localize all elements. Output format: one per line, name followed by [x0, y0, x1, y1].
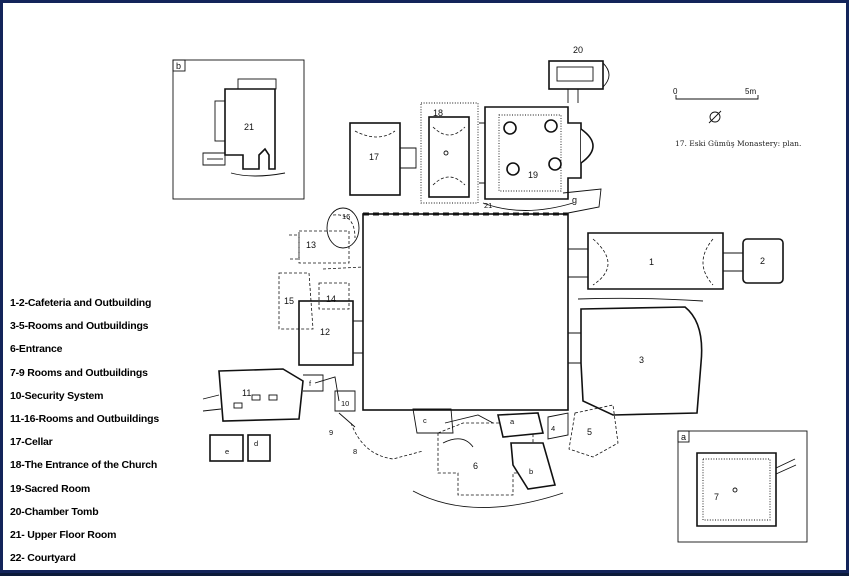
- legend: 1-2-Cafeteria and Outbuilding 3-5-Rooms …: [10, 292, 180, 570]
- room-g-label: g: [572, 195, 577, 205]
- legend-item: 10-Security System: [10, 389, 104, 402]
- room-5-label: 5: [587, 427, 592, 437]
- room-c-label: c: [423, 416, 427, 425]
- room-20-label: 20: [573, 45, 583, 55]
- scale-start-label: 0: [673, 87, 678, 96]
- room-17-label: 17: [369, 152, 379, 162]
- room-7-label: 7: [714, 492, 719, 502]
- room-a-label: a: [510, 417, 515, 426]
- room-15-label: 15: [284, 296, 294, 306]
- legend-item: 18-The Entrance of the Church: [10, 459, 158, 472]
- inset-a: a 7: [677, 430, 808, 543]
- room-17: [349, 122, 401, 196]
- room-f-label: f: [309, 379, 312, 388]
- room-16-label: 16: [342, 212, 350, 221]
- scale-bar: [675, 95, 759, 124]
- room-18-label: 18: [433, 108, 443, 118]
- legend-item: 22- Courtyard: [10, 552, 76, 565]
- room-13-label: 13: [306, 240, 316, 250]
- room-21-inset-label: 21: [244, 122, 254, 132]
- room-9-label: 9: [329, 428, 333, 437]
- room-21-label: 21: [484, 201, 492, 210]
- room-3-label: 3: [639, 355, 644, 365]
- room-19-label: 19: [528, 170, 538, 180]
- room-e-label: e: [225, 447, 229, 456]
- courtyard-22: [362, 213, 569, 411]
- inset-b: b 21: [172, 59, 305, 200]
- legend-item: 20-Chamber Tomb: [10, 505, 99, 518]
- legend-item: 21- Upper Floor Room: [10, 529, 117, 542]
- room-11-label: 11: [242, 388, 251, 398]
- inset-a-letter: a: [681, 432, 686, 442]
- legend-item: 6-Entrance: [10, 343, 63, 356]
- inset-b-letter: b: [176, 61, 181, 71]
- monastery-floor-plan: b 21 a 7: [172, 45, 808, 543]
- room-6-label: 6: [473, 461, 478, 471]
- room-2-label: 2: [760, 256, 765, 266]
- room-14-label: 14: [326, 294, 336, 304]
- room-4-label: 4: [551, 424, 555, 433]
- legend-item: 3-5-Rooms and Outbuildings: [10, 320, 149, 333]
- room-10-label: 10: [341, 399, 349, 408]
- legend-item: 17-Cellar: [10, 436, 53, 449]
- legend-item: 19-Sacred Room: [10, 482, 91, 495]
- legend-item: 11-16-Rooms and Outbuildings: [10, 413, 159, 426]
- room-12-label: 12: [320, 327, 330, 337]
- room-b-label: b: [529, 467, 533, 476]
- legend-item: 7-9 Rooms and Outbuildings: [10, 366, 148, 379]
- room-8-label: 8: [353, 447, 357, 456]
- room-1-label: 1: [649, 257, 654, 267]
- legend-item: 1-2-Cafeteria and Outbuilding: [10, 297, 152, 309]
- scale-end-label: 5m: [745, 87, 757, 96]
- plan-caption: 17. Eski Gümüş Monastery: plan.: [675, 139, 802, 148]
- room-d-label: d: [254, 439, 258, 448]
